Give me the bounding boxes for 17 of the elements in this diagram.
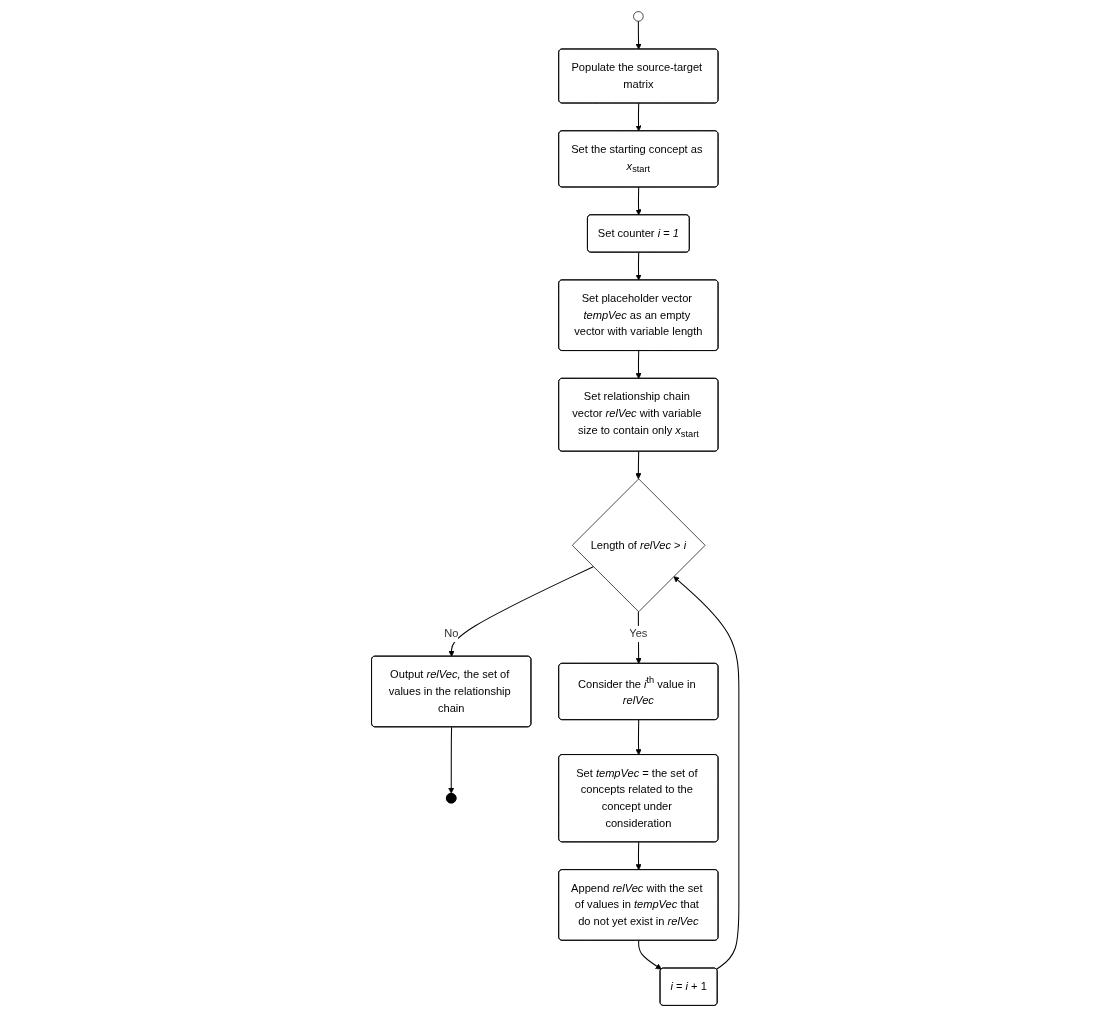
arrow xyxy=(448,726,455,794)
arrow xyxy=(673,576,740,970)
arrow xyxy=(635,451,642,480)
arrow xyxy=(635,841,642,871)
node-diamond: Length of relVec > i xyxy=(572,478,706,613)
arrow xyxy=(635,350,642,379)
arrow xyxy=(635,20,642,50)
arrow xyxy=(635,611,642,664)
edge-label: Yes xyxy=(629,627,648,640)
arrow xyxy=(448,566,595,657)
arrow xyxy=(635,186,642,216)
arrow xyxy=(638,940,663,970)
arrow xyxy=(635,102,642,132)
arrow xyxy=(635,252,642,281)
arrow xyxy=(635,719,642,756)
node-circle xyxy=(633,11,644,22)
edge-label: No xyxy=(444,627,459,640)
